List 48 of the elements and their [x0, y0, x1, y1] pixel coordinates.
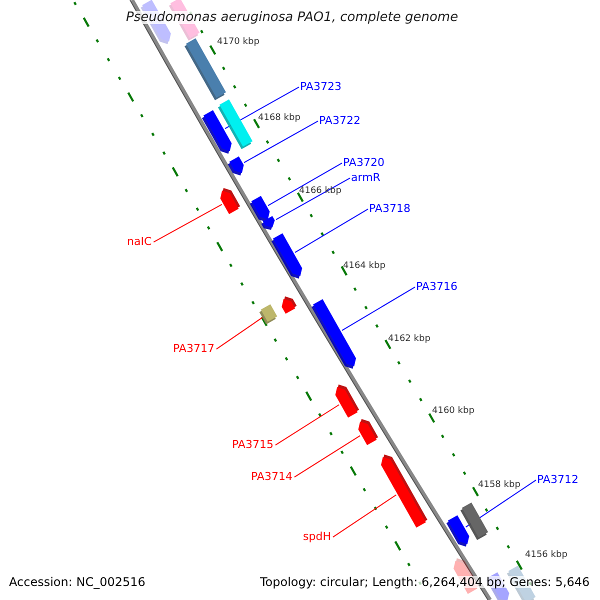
gene-label: PA3716 — [416, 281, 458, 292]
gene-feature — [228, 156, 244, 176]
gene-label: PA3718 — [369, 203, 410, 214]
tick-label: 4166 kbp — [299, 187, 342, 196]
tick-label: 4160 kbp — [432, 407, 474, 416]
gene-feature — [282, 296, 297, 314]
leader-line — [216, 316, 264, 350]
leader-line — [294, 435, 361, 478]
diagram-title: Pseudomonas aeruginosa PAO1, complete genome — [126, 11, 458, 24]
gene-feature — [250, 196, 270, 222]
leader-line — [244, 120, 318, 164]
tick-label: 4162 kbp — [388, 335, 430, 344]
tick-label: 4156 kbp — [525, 551, 568, 560]
info-text: Topology: circular; Length: 6,264,404 bp; Genes: 5,646 — [260, 576, 590, 588]
gene-label: spdH — [303, 531, 331, 542]
gene-label: PA3723 — [300, 81, 342, 92]
gene-feature — [271, 233, 302, 279]
gene-label: PA3720 — [343, 157, 384, 168]
gene-label: armR — [351, 172, 380, 183]
leader-line — [224, 86, 300, 130]
tick-label: 4158 kbp — [478, 481, 520, 490]
gene-feature — [460, 502, 488, 540]
gene-feature — [446, 515, 470, 547]
gene-feature — [312, 299, 356, 369]
gene-feature — [261, 216, 275, 230]
gene-label: PA3722 — [319, 115, 360, 126]
tick-label: 4170 kbp — [217, 38, 260, 47]
leader-line — [276, 178, 350, 220]
gene-label: naIC — [127, 236, 152, 247]
gene-feature — [335, 384, 360, 418]
leader-line — [153, 204, 222, 243]
gene-label: PA3717 — [173, 343, 214, 354]
leader-line — [332, 494, 397, 538]
leader-line — [342, 286, 416, 331]
info-text: Accession: NC_002516 — [9, 576, 146, 588]
gene-feature — [218, 99, 253, 150]
gene-label: PA3712 — [537, 474, 578, 485]
gene-feature — [358, 419, 378, 446]
leader-line — [294, 208, 368, 253]
gene-label: PA3715 — [232, 439, 274, 450]
tick-label: 4168 kbp — [258, 114, 300, 123]
gene-feature — [381, 454, 428, 528]
gene-feature — [220, 188, 240, 214]
leader-line — [268, 162, 342, 206]
leader-line — [274, 404, 340, 446]
gene-feature — [259, 304, 278, 324]
gene-label: PA3714 — [251, 471, 292, 482]
tick-label: 4164 kbp — [343, 262, 386, 271]
